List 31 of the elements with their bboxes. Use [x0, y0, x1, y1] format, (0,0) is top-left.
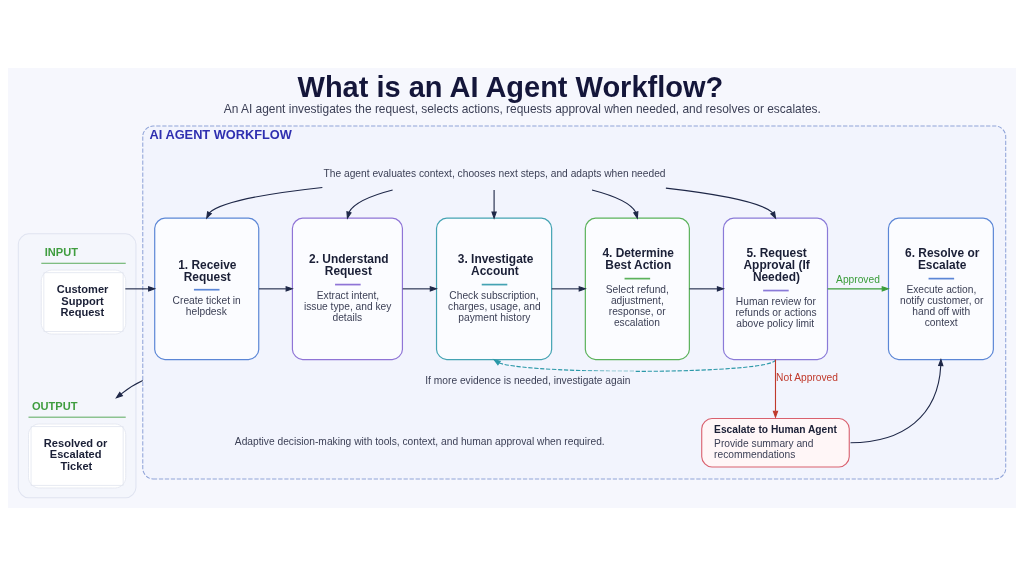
arrow	[205, 186, 323, 220]
arrow	[665, 187, 777, 220]
node-box: 4. Determine Best Action Select refund, adjustment, response, or escalation	[584, 217, 690, 361]
node-box: 2. Understand Request Extract intent, issue type, and key details	[291, 217, 404, 361]
node-box: 5. Request Approval (If Needed) Human review for refunds or actions above policy limit	[722, 217, 829, 361]
node-box: 6. Resolve or Escalate Execute action, notify customer, or hand off with context	[887, 217, 994, 361]
label: Adaptive decision-making with tools, context, and human approval when required.	[234, 436, 605, 448]
arrow	[688, 285, 726, 292]
arrow	[772, 359, 779, 419]
arrow	[491, 189, 497, 220]
arrow	[591, 189, 639, 220]
arrow	[124, 285, 157, 292]
arrow	[258, 285, 294, 292]
edge-label: If more evidence is needed, investigate again	[425, 375, 631, 387]
node-box: Escalate to Human Agent Provide summary and recommendations	[701, 417, 850, 468]
cluster	[17, 233, 137, 499]
arrow	[492, 358, 777, 372]
edge-label: Not Approved	[776, 372, 838, 384]
arrow	[115, 380, 144, 399]
node-box: 1. Receive Request Create ticket in helpdesk	[154, 217, 260, 361]
edge-label: Approved	[836, 274, 880, 286]
node-box: 3. Investigate Account Check subscription, charges, usage, and payment history	[435, 217, 553, 361]
arrow	[402, 285, 438, 292]
diagram-title: What is an AI Agent Workflow?	[297, 71, 724, 104]
arrow	[827, 285, 890, 292]
node-label: INPUT	[44, 245, 78, 258]
node-text: The agent evaluates context, chooses next steps, and adapts when needed	[323, 168, 666, 180]
arrow	[346, 189, 394, 220]
node-label: OUTPUT	[31, 399, 78, 412]
arrow	[551, 285, 587, 292]
arrow	[849, 357, 944, 444]
